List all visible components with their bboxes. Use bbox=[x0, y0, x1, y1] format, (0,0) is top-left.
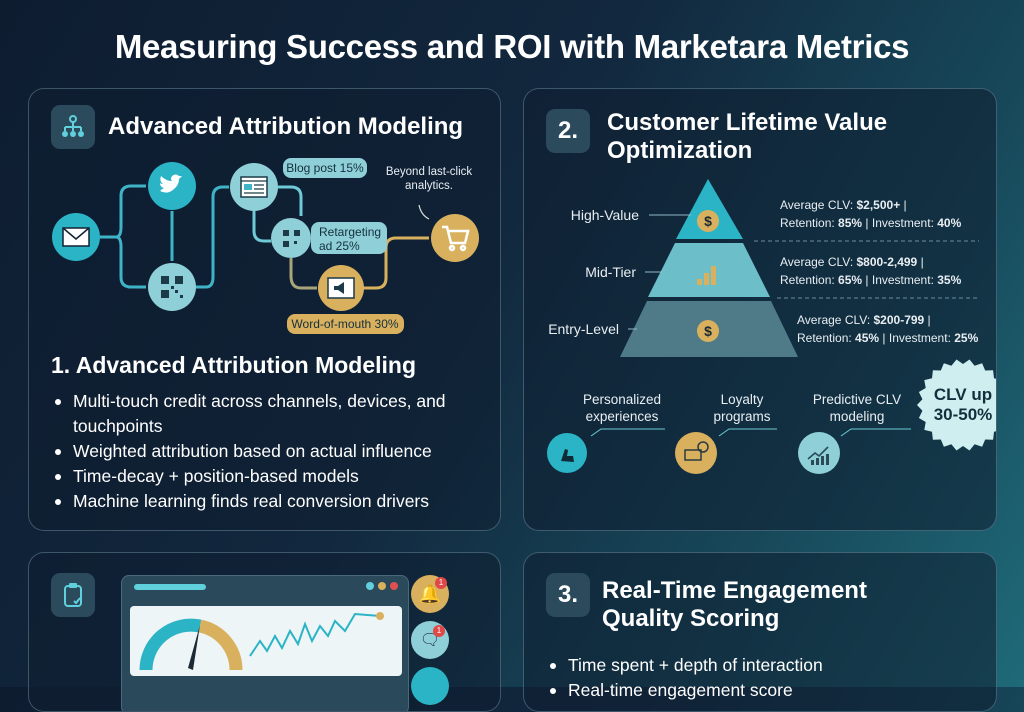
tier-label: Entry-Level bbox=[548, 321, 619, 337]
pyramid-tier-mid bbox=[648, 243, 770, 297]
window-controls bbox=[366, 582, 398, 590]
retargeting-label-pill bbox=[311, 222, 387, 254]
retargeting-label-line1: Retargeting bbox=[319, 225, 381, 239]
tier-retention: Retention: 85% | Investment: 40% bbox=[780, 216, 962, 230]
pyramid-tier-high bbox=[676, 179, 743, 239]
browser-icon bbox=[240, 176, 268, 198]
svg-text:$: $ bbox=[704, 323, 712, 339]
attribution-bullets: Multi-touch credit across channels, devi… bbox=[51, 389, 491, 514]
growth-chart-icon bbox=[798, 432, 840, 474]
engagement-card: 3. Real-Time Engagement Quality Scoring … bbox=[523, 552, 997, 712]
engagement-title-line2: Quality Scoring bbox=[602, 605, 780, 632]
tier-clv: Average CLV: $200-799 | bbox=[797, 313, 931, 327]
blog-label: Blog post 15% bbox=[286, 161, 364, 175]
strategy-label: Personalized bbox=[583, 392, 661, 407]
tier-clv: Average CLV: $2,500+ | bbox=[780, 198, 907, 212]
dollar-icon bbox=[697, 320, 719, 342]
clv-card: 2. Customer Lifetime Value Optimization … bbox=[523, 88, 997, 531]
email-icon bbox=[62, 227, 90, 247]
strategy-label: Loyalty bbox=[721, 392, 764, 407]
tier-retention: Retention: 65% | Investment: 35% bbox=[780, 273, 962, 287]
bullet-item: Machine learning finds real conversion d… bbox=[51, 489, 491, 514]
flow-line bbox=[100, 235, 146, 289]
bullet-item: Real-time engagement score bbox=[546, 678, 986, 703]
shopping-cart-icon bbox=[442, 225, 470, 252]
flow-line bbox=[196, 185, 229, 289]
bullet-item: Time-decay + position-based models bbox=[51, 464, 491, 489]
strategy-label: programs bbox=[713, 409, 770, 424]
window-title-bar bbox=[134, 584, 206, 590]
flow-line bbox=[289, 258, 317, 290]
gauge-needle bbox=[188, 625, 200, 670]
attribution-header: Advanced Attribution Modeling bbox=[108, 113, 464, 140]
clv-pyramid: $ $ High-Value Mid-Tier Entry-Level Aver… bbox=[547, 179, 996, 474]
retargeting-node bbox=[271, 218, 311, 258]
engagement-bullets: Time spent + depth of interaction Real-t… bbox=[546, 653, 986, 703]
bell-notification-icon[interactable]: 🔔1 bbox=[411, 575, 449, 613]
tier-clv: Average CLV: $800-2,499 | bbox=[780, 255, 924, 269]
arrow-line bbox=[418, 204, 430, 220]
message-notification-icon[interactable]: 🗨1 bbox=[411, 621, 449, 659]
bar-chart-icon bbox=[697, 266, 716, 285]
blog-label-pill bbox=[283, 158, 367, 178]
word-of-mouth-label: Word-of-mouth 30% bbox=[291, 317, 398, 331]
megaphone-icon bbox=[327, 277, 355, 299]
bullet-item: Multi-touch credit across channels, devi… bbox=[51, 389, 491, 439]
beyond-note-line2: analytics. bbox=[405, 180, 453, 192]
strategy-label: modeling bbox=[830, 409, 885, 424]
cart-node bbox=[431, 214, 479, 262]
clv-title-line1: Customer Lifetime Value bbox=[607, 109, 888, 136]
section-number: 2. bbox=[546, 109, 590, 153]
hierarchy-icon bbox=[51, 105, 95, 149]
twitter-icon bbox=[160, 174, 182, 193]
dashboard-window bbox=[121, 575, 409, 711]
clv-badge bbox=[917, 359, 996, 451]
dashboard-panel bbox=[130, 606, 402, 676]
trend-line bbox=[249, 612, 381, 657]
bullet-item: Weighted attribution based on actual inf… bbox=[51, 439, 491, 464]
bullet-item: Time spent + depth of interaction bbox=[546, 653, 986, 678]
clv-title-line2: Optimization bbox=[607, 137, 753, 164]
retargeting-label-line2: ad 25% bbox=[319, 239, 360, 253]
flow-line bbox=[252, 211, 271, 243]
flow-line bbox=[278, 185, 303, 216]
attribution-card: Advanced Attribution Modeling Blog post … bbox=[28, 88, 501, 531]
strategy-label: experiences bbox=[586, 409, 659, 424]
section-number: 3. bbox=[546, 573, 590, 617]
clipboard-check-icon bbox=[51, 573, 95, 617]
badge-line2: 30-50% bbox=[934, 405, 993, 424]
qr-code-icon bbox=[161, 276, 183, 298]
page-title: Measuring Success and ROI with Marketara… bbox=[114, 28, 910, 65]
flow-line bbox=[100, 184, 146, 239]
beyond-note-line1: Beyond last-click bbox=[386, 166, 473, 178]
dollar-icon bbox=[697, 210, 719, 232]
dashboard-card: 🔔1 🗨1 bbox=[28, 552, 501, 712]
tier-label: High-Value bbox=[571, 207, 639, 223]
badge-line1: CLV up bbox=[934, 385, 992, 404]
card-check-icon bbox=[675, 432, 717, 474]
flow-line bbox=[363, 236, 429, 290]
word-of-mouth-pill bbox=[287, 314, 404, 334]
tier-label: Mid-Tier bbox=[585, 264, 636, 280]
team-icon bbox=[411, 667, 449, 705]
engagement-title-line1: Real-Time Engagement bbox=[602, 577, 867, 604]
svg-text:$: $ bbox=[704, 213, 712, 229]
attribution-section-title: 1. Advanced Attribution Modeling bbox=[51, 352, 417, 378]
attribution-flow-diagram: Blog post 15% Retargeting ad 25% Word-of… bbox=[52, 158, 479, 334]
gauge-teal bbox=[139, 618, 202, 671]
gauge-gold bbox=[198, 619, 243, 671]
tier-retention: Retention: 45% | Investment: 25% bbox=[797, 331, 979, 345]
strategy-label: Predictive CLV bbox=[813, 392, 901, 407]
qr-code-icon bbox=[283, 230, 300, 247]
